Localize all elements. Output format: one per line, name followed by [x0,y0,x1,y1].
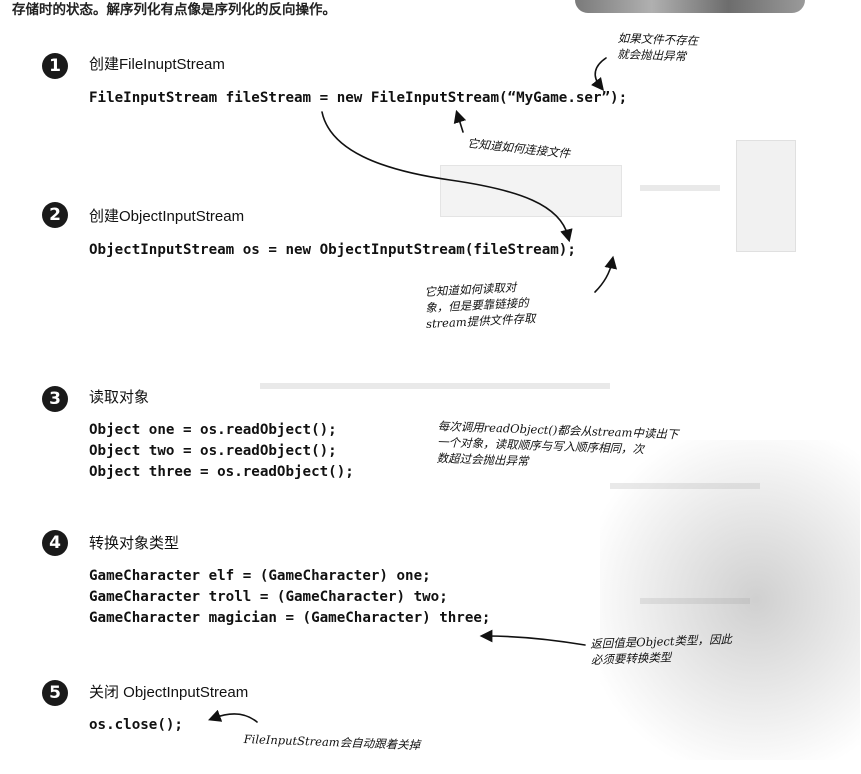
step-4-code-line-2: GameCharacter troll = (GameCharacter) tw… [89,589,448,605]
ghost-line [610,483,760,489]
step-3-code-line-2: Object two = os.readObject(); [89,443,337,459]
intro-text: 存储时的状态。解序列化有点像是序列化的反向操作。 [12,2,336,18]
step-3-badge: 3 [42,386,68,412]
step-5-badge: 5 [42,680,68,706]
arrow-knows-objects [594,255,618,293]
step-4-badge: 4 [42,530,68,556]
ghost-line [640,598,750,604]
step-3-code-line-1: Object one = os.readObject(); [89,422,337,438]
watermark-seal [600,440,860,760]
ghost-line [640,185,720,191]
step-5-title: 关闭 ObjectInputStream [89,684,249,701]
step-1-code-line: FileInputStream fileStream = new FileInp… [89,90,628,106]
top-photo [575,0,805,13]
arrow-knows-file [453,109,467,133]
step-2-title: 创建ObjectInputStream [89,208,245,225]
arrow-to-constructor [591,57,607,91]
step-4-code-line-3: GameCharacter magician = (GameCharacter)… [89,610,491,626]
arrow-filestream-link [321,111,573,243]
step-1-badge: 1 [42,53,68,79]
step-3-title: 读取对象 [89,389,150,406]
step-3-code-line-3: Object three = os.readObject(); [89,464,354,480]
step-4-code-line-1: GameCharacter elf = (GameCharacter) one; [89,568,431,584]
step-2-code-line: ObjectInputStream os = new ObjectInputSt… [89,242,576,258]
step-5-code-line: os.close(); [89,717,183,733]
step-1-title: 创建FileInuptStream [89,56,225,73]
ghost-line [260,383,610,389]
ghost-box [440,165,622,217]
arrow-auto-close [208,709,258,723]
step-2-badge: 2 [42,202,68,228]
arrow-return-object [479,629,586,646]
step-4-title: 转换对象类型 [89,535,180,552]
ghost-box [736,140,796,252]
